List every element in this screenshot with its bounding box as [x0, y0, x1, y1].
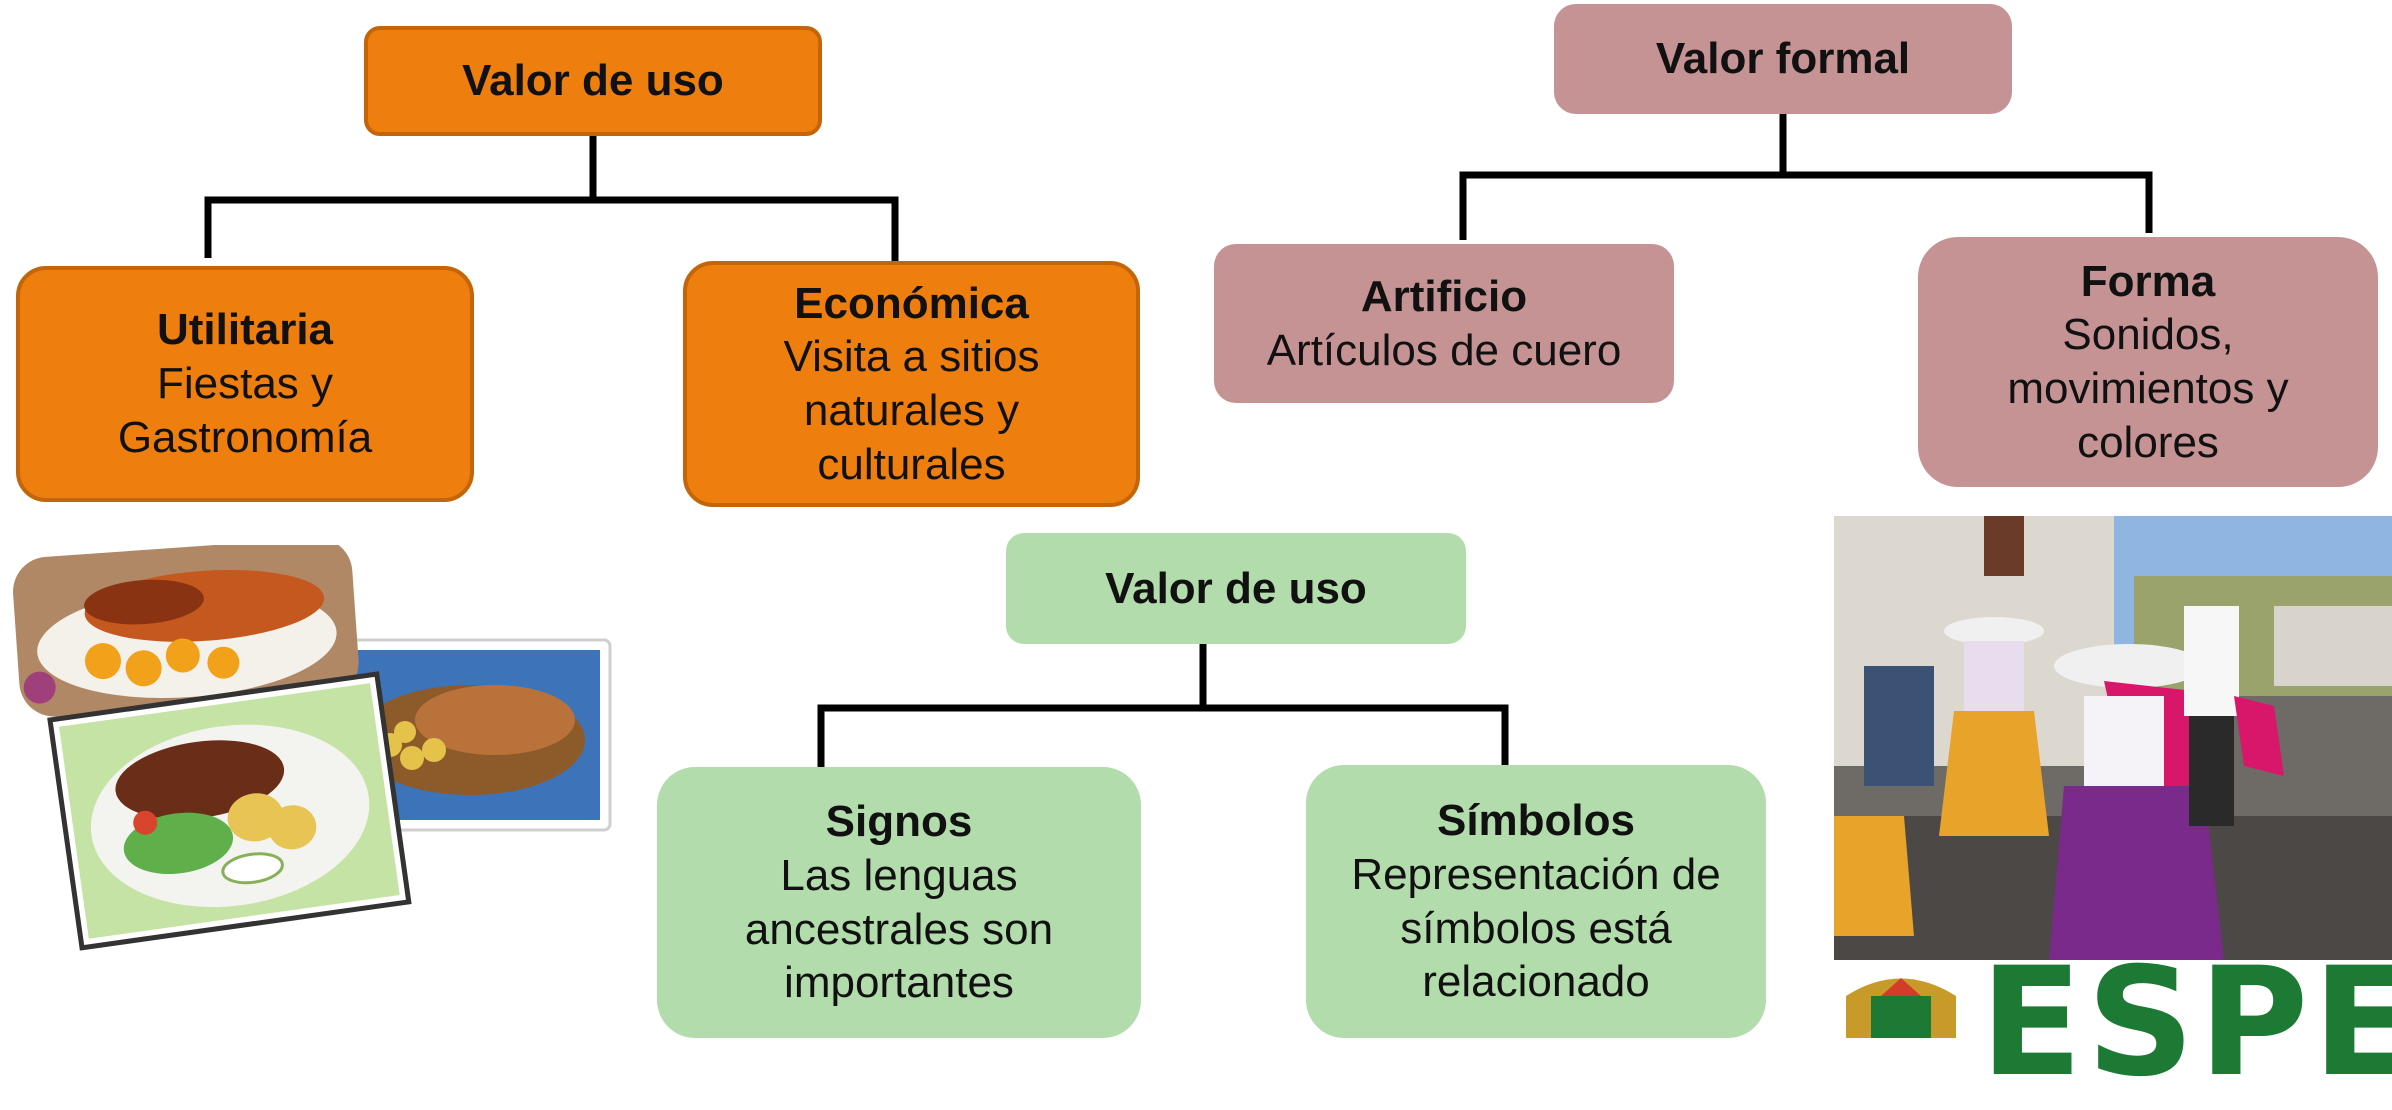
node-artificio: Artificio Artículos de cuero: [1214, 244, 1674, 403]
node-utilitaria: Utilitaria Fiestas y Gastronomía: [16, 266, 474, 502]
espe-crest-icon: [1846, 978, 1956, 1038]
node-description: Las lenguas ancestrales son importantes: [744, 850, 1054, 1008]
node-economica: Económica Visita a sitios naturales y cu…: [683, 261, 1140, 507]
node-description: Fiestas y Gastronomía: [117, 359, 373, 462]
food-photo-collage: [13, 545, 612, 951]
root-valor-de-uso-top: Valor de uso: [364, 26, 822, 136]
node-description: Sonidos, movimientos y colores: [2007, 310, 2289, 467]
connector-top-left: [204, 134, 899, 262]
node-title: Artificio: [1360, 271, 1528, 321]
root-valor-de-uso-bottom: Valor de uso: [1006, 533, 1466, 644]
node-forma: Forma Sonidos, movimientos y colores: [1918, 237, 2378, 487]
node-title: Signos: [825, 797, 973, 847]
node-title: Utilitaria: [156, 305, 334, 355]
root-title: Valor formal: [1655, 34, 1911, 84]
node-signos: Signos Las lenguas ancestrales son impor…: [657, 767, 1141, 1038]
node-title: Forma: [2080, 256, 2216, 306]
espe-logo-text: ESPE: [1980, 936, 2392, 1110]
node-description: Visita a sitios naturales y culturales: [783, 332, 1040, 489]
node-simbolos: Símbolos Representación de símbolos está…: [1306, 765, 1766, 1038]
connector-bottom: [817, 642, 1509, 770]
connector-lines: [204, 112, 2153, 770]
root-valor-formal: Valor formal: [1554, 4, 2012, 114]
connector-top-right: [1459, 112, 2153, 240]
node-title: Económica: [794, 278, 1029, 328]
food-photo-plate-top: [13, 545, 359, 717]
concept-map-canvas: Valor de uso Utilitaria Fiestas y Gastro…: [13, 4, 2392, 1098]
node-title: Símbolos: [1436, 796, 1636, 846]
node-description: Artículos de cuero: [1266, 325, 1622, 375]
root-title: Valor de uso: [462, 56, 724, 106]
festival-photo: [1834, 516, 2392, 960]
root-title: Valor de uso: [1105, 563, 1367, 613]
node-description: Representación de símbolos está relacion…: [1351, 849, 1721, 1007]
food-photo-plate-front: [47, 671, 412, 951]
